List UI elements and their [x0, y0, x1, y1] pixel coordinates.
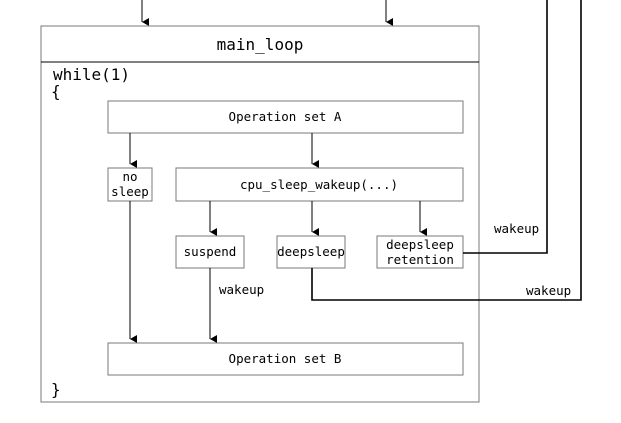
close-brace: } [51, 380, 61, 399]
retention-wakeup-label: wakeup [494, 221, 539, 236]
suspend-box [175, 235, 245, 269]
deepsleep-retention-label-line2: retention [386, 252, 454, 267]
deepsleep-retention-box [376, 235, 464, 269]
retention-wakeup-path [463, 0, 548, 254]
suspend-label: suspend [184, 244, 237, 259]
deepsleep-box [276, 235, 346, 269]
operation-set-a-box [107, 100, 464, 134]
cpu-sleep-wakeup-label: cpu_sleep_wakeup(...) [240, 177, 398, 192]
no-sleep-box [107, 167, 153, 202]
main-loop-frame [40, 25, 480, 403]
cpu-sleep-wakeup-box [175, 167, 464, 202]
deepsleep-label: deepsleep [277, 244, 345, 259]
deepsleep-retention-label-line1: deepsleep [386, 237, 454, 252]
operation-set-b-label: Operation set B [229, 351, 342, 366]
no-sleep-label-line1: no [122, 169, 137, 184]
suspend-wakeup-label: wakeup [219, 282, 264, 297]
main-loop-title: main_loop [217, 35, 304, 54]
operation-set-b-box [107, 342, 464, 376]
deepsleep-wakeup-path [311, 0, 582, 301]
open-brace: { [51, 82, 61, 101]
deepsleep-wakeup-label: wakeup [526, 283, 571, 298]
while-loop-code: while(1) [53, 65, 130, 84]
no-sleep-label-line2: sleep [111, 184, 149, 199]
operation-set-a-label: Operation set A [229, 109, 342, 124]
